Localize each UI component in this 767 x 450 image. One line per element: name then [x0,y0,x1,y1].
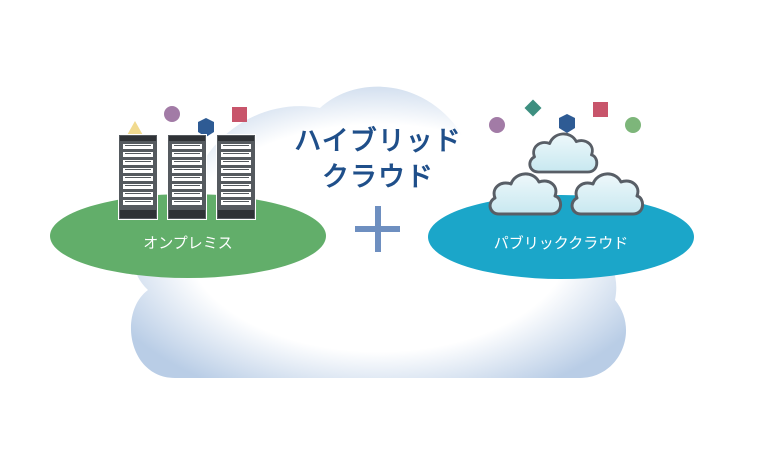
public-cloud-label: パブリッククラウド [494,234,628,252]
purple-circle-icon [164,106,180,122]
server-rack-icon [216,134,256,220]
cloud-icon [570,172,645,216]
triangle-icon [126,121,144,137]
purple-circle-icon [489,117,505,133]
cloud-icon [488,172,563,216]
title-line-1: ハイブリッド [294,125,461,157]
server-rack-icon [118,134,158,220]
green-circle-icon [625,117,641,133]
plus-icon [355,206,400,252]
cloud-icon [528,132,599,174]
on-premise-label: オンプレミス [143,234,233,252]
square-icon [593,102,608,117]
diamond-icon [524,99,542,117]
square-icon [232,107,247,122]
public-cloud-ellipse [428,195,694,279]
title-line-2: クラウド [322,162,434,193]
hexagon-icon [198,118,214,137]
server-rack-icon [167,134,207,220]
hexagon-icon [559,114,575,133]
